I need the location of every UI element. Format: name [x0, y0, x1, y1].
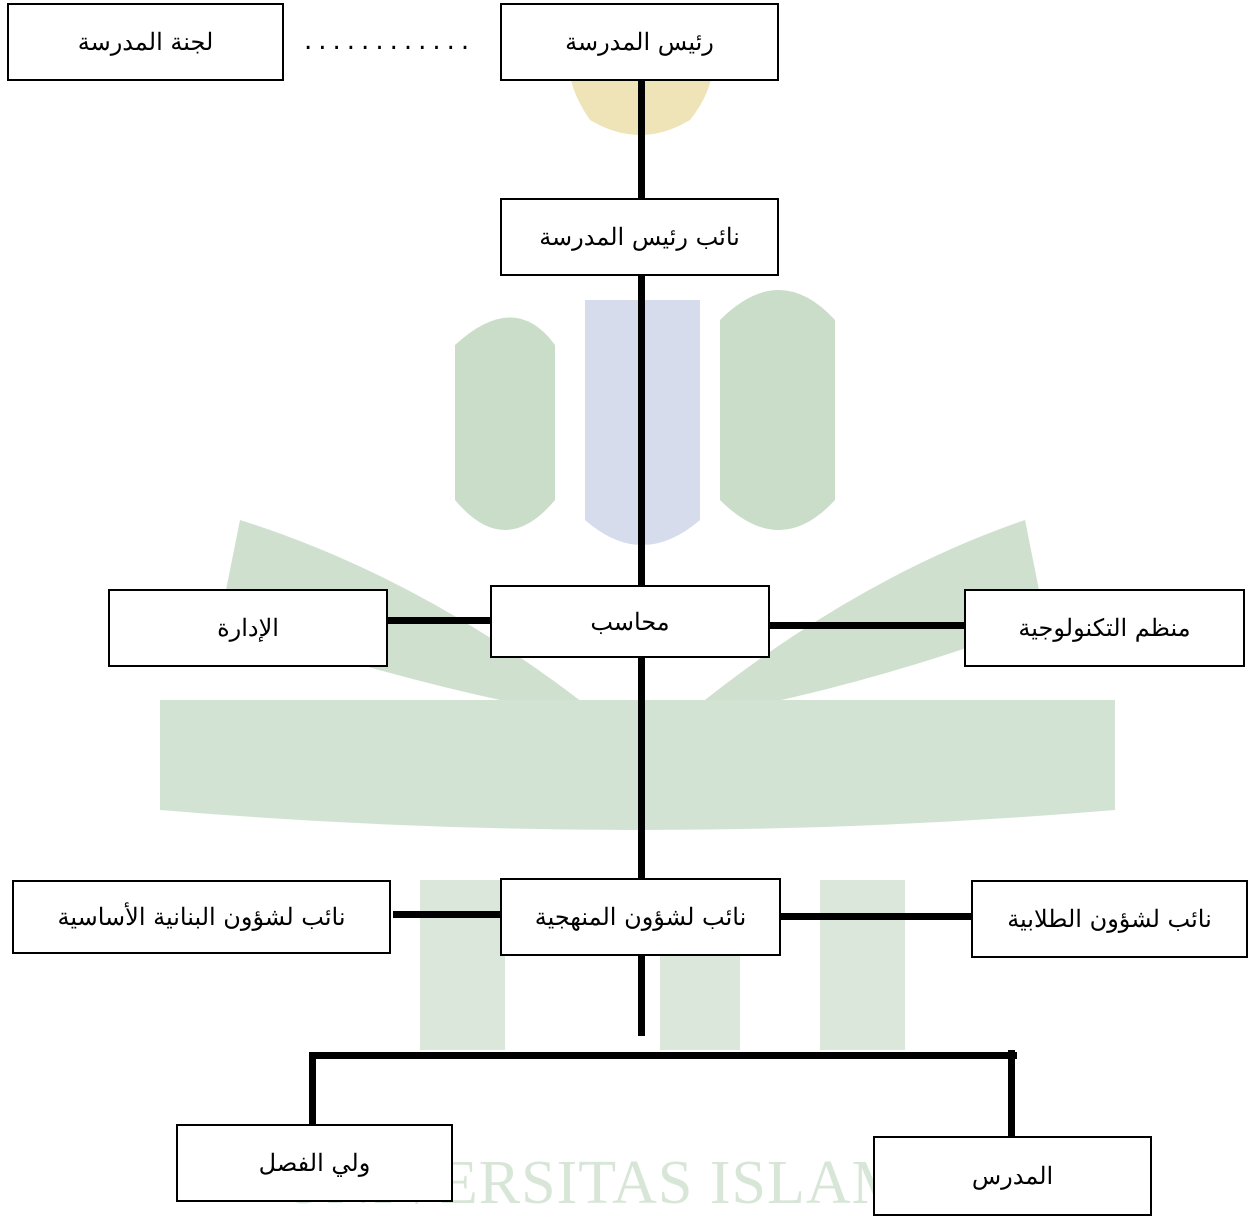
- box-treasurer: محاسب: [490, 585, 770, 658]
- connector-student-affairs: [780, 913, 973, 920]
- connector-principal-vice: [638, 78, 645, 200]
- box-vice-student-affairs: نائب لشؤون الطلابية: [971, 880, 1248, 958]
- label-teacher: المدرس: [971, 1162, 1054, 1190]
- connector-teacher: [1008, 1050, 1015, 1138]
- box-vice-infrastructure: نائب لشؤون البنانية الأساسية: [12, 880, 391, 954]
- box-technology-coordinator: منظم التكنولوجية: [964, 589, 1245, 667]
- label-principal: رئيس المدرسة: [565, 28, 714, 56]
- connector-horizontal-bottom: [309, 1052, 1017, 1059]
- box-principal: رئيس المدرسة: [500, 3, 779, 81]
- label-treasurer: محاسب: [590, 607, 670, 636]
- connector-technology: [768, 622, 966, 629]
- box-teacher: المدرس: [873, 1136, 1152, 1216]
- label-school-committee: لجنة المدرسة: [77, 28, 214, 56]
- connector-vice-treasurer: [638, 274, 645, 590]
- connector-homeroom: [309, 1052, 316, 1127]
- box-vice-principal: نائب رئيس المدرسة: [500, 198, 779, 276]
- label-vice-principal: نائب رئيس المدرسة: [539, 223, 740, 251]
- label-vice-infrastructure: نائب لشؤون البنانية الأساسية: [57, 903, 346, 931]
- label-administration: الإدارة: [217, 614, 279, 642]
- connector-treasurer-curriculum: [638, 655, 645, 881]
- box-administration: الإدارة: [108, 589, 388, 667]
- dotted-connector-committee: ............: [304, 26, 476, 56]
- label-technology-coordinator: منظم التكنولوجية: [1018, 614, 1191, 642]
- box-vice-curriculum: نائب لشؤون المنهجية: [500, 878, 781, 956]
- label-vice-curriculum: نائب لشؤون المنهجية: [534, 903, 747, 931]
- connector-curriculum-down: [638, 956, 645, 1036]
- label-homeroom-teacher: ولي الفصل: [258, 1149, 371, 1177]
- connector-admin: [386, 617, 492, 624]
- label-vice-student-affairs: نائب لشؤون الطلابية: [1007, 905, 1212, 933]
- connector-infrastructure: [393, 911, 502, 918]
- box-homeroom-teacher: ولي الفصل: [176, 1124, 453, 1202]
- box-school-committee: لجنة المدرسة: [7, 3, 284, 81]
